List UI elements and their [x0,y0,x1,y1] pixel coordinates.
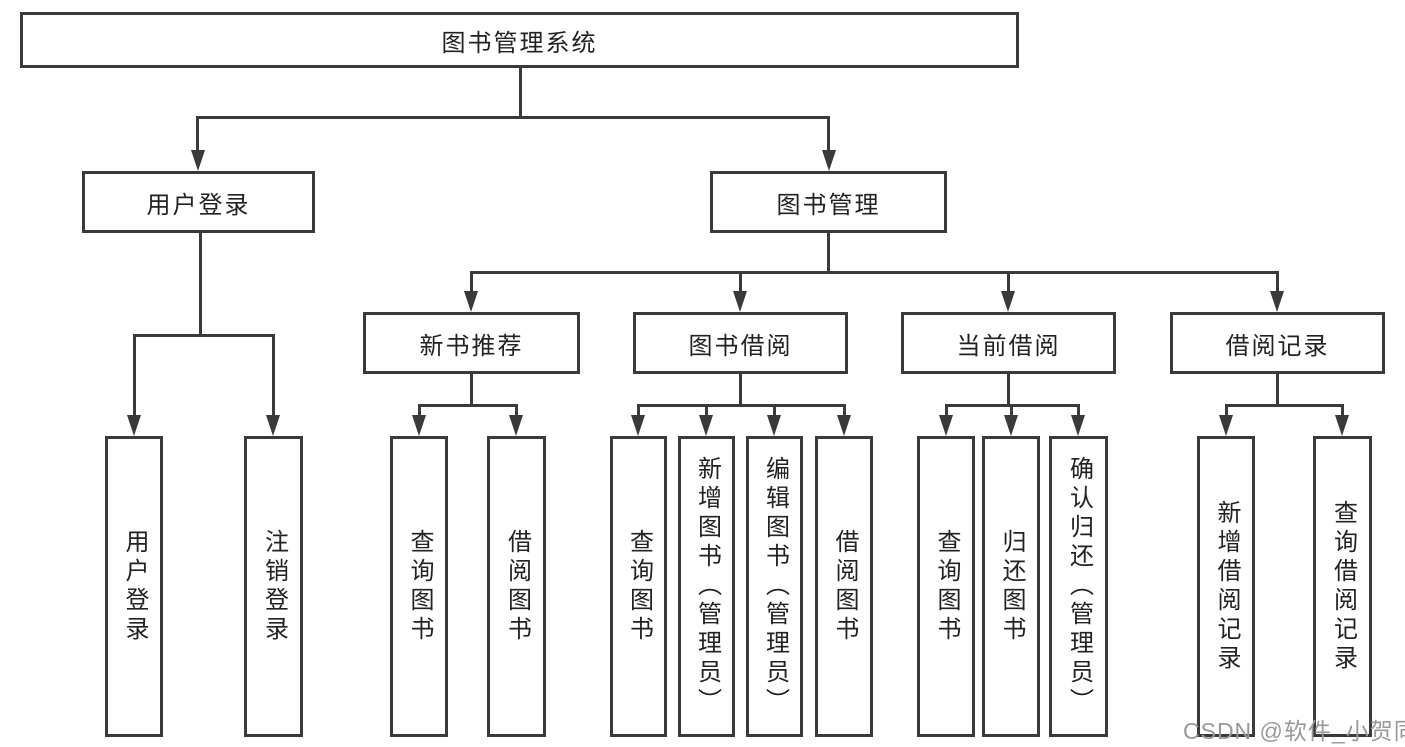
leaf-user-login: 用户登录 [105,436,163,737]
leaf-label: 注销登录 [260,528,288,645]
connector-line [945,404,948,417]
connector-line [1225,404,1228,417]
connector-line [196,116,199,152]
csdn-watermark: CSDN @软件_小贺同学 [1183,718,1405,744]
connector-line [1007,271,1010,293]
connector-arrow [837,415,851,436]
connector-arrow [464,291,478,312]
connector-line [418,404,421,417]
leaf-label: 借阅图书 [831,528,858,645]
connector-line [1007,374,1010,406]
connector-line [773,404,776,417]
connector-line [637,404,844,407]
connector-line [470,271,473,293]
connector-arrow [266,415,280,436]
leaf-query-books-recommend: 查询图书 [390,436,448,737]
connector-arrow [509,415,523,436]
connector-line [827,233,830,273]
leaf-label: 确认归还（管理员） [1065,456,1093,717]
connector-line [1225,404,1343,407]
connector-line [637,404,640,417]
connector-line [515,404,518,417]
leaf-query-borrow-record: 查询借阅记录 [1313,436,1372,737]
connector-arrow [1335,415,1349,436]
connector-line [418,404,516,407]
leaf-label: 借阅图书 [503,528,531,645]
node-user-login: 用户登录 [82,171,315,233]
leaf-label: 查询图书 [625,528,653,645]
connector-arrow [191,150,205,171]
connector-arrow [699,415,713,436]
connector-line [1276,271,1279,293]
leaf-add-borrow-record: 新增借阅记录 [1197,436,1255,737]
leaf-confirm-return-admin: 确认归还（管理员） [1049,436,1108,737]
connector-arrow [1004,415,1018,436]
connector-line [843,404,846,417]
connector-arrow [1219,415,1233,436]
leaf-return-books: 归还图书 [982,436,1040,737]
leaf-label: 查询图书 [933,528,960,645]
connector-line [196,116,830,119]
connector-line [827,116,830,152]
node-library-management-system: 图书管理系统 [20,12,1019,68]
connector-line [133,334,274,337]
leaf-label: 查询图书 [406,528,433,645]
node-borrowing-records: 借阅记录 [1170,312,1385,374]
connector-arrow [822,150,836,171]
connector-line [1276,374,1279,406]
connector-line [1341,404,1344,417]
connector-line [272,334,275,418]
connector-line [739,374,742,406]
connector-arrow [127,415,141,436]
leaf-edit-books-admin: 编辑图书（管理员） [746,436,803,737]
leaf-borrow-books: 借阅图书 [815,436,873,737]
leaf-logout: 注销登录 [244,436,303,737]
connector-line [133,334,136,418]
connector-line [470,271,1278,274]
leaf-label: 编辑图书（管理员） [761,456,789,717]
connector-arrow [939,415,953,436]
connector-arrow [1001,291,1015,312]
leaf-add-books-admin: 新增图书（管理员） [678,436,735,737]
connector-line [1010,404,1013,417]
node-book-borrowing: 图书借阅 [633,312,848,374]
connector-line [470,374,473,406]
leaf-query-books-borrowing: 查询图书 [610,436,667,737]
connector-arrow [733,291,747,312]
leaf-label: 新增借阅记录 [1213,499,1240,674]
connector-arrow [767,415,781,436]
connector-arrow [1071,415,1085,436]
leaf-label: 新增图书（管理员） [693,456,721,717]
node-book-management: 图书管理 [710,171,947,233]
connector-line [199,233,202,336]
node-current-borrowing: 当前借阅 [901,312,1116,374]
connector-line [739,271,742,293]
leaf-label: 查询借阅记录 [1329,499,1357,674]
leaf-borrow-books-recommend: 借阅图书 [487,436,546,737]
leaf-label: 用户登录 [121,528,148,645]
connector-line [519,66,522,119]
leaf-query-books-current: 查询图书 [917,436,975,737]
connector-arrow [412,415,426,436]
connector-arrow [631,415,645,436]
leaf-label: 归还图书 [998,528,1025,645]
connector-arrow [1270,291,1284,312]
connector-line [705,404,708,417]
connector-line [1077,404,1080,417]
node-new-book-recommend: 新书推荐 [363,312,580,374]
